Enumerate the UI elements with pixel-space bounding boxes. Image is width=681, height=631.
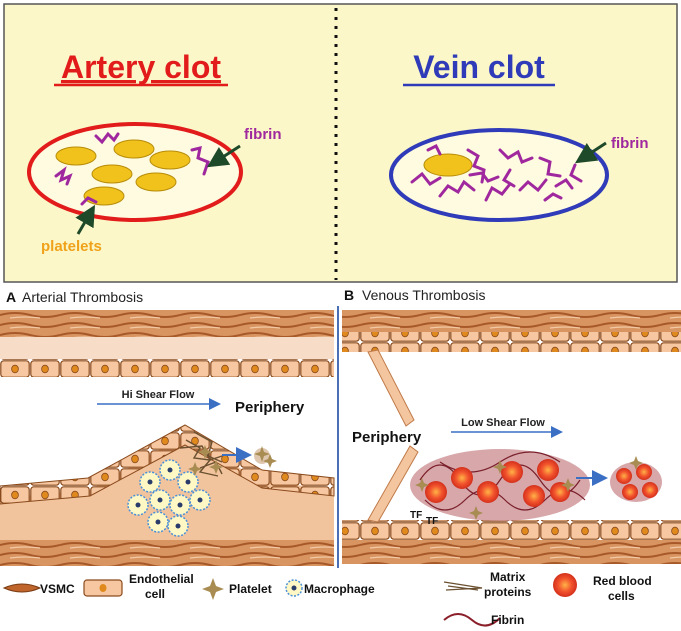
red-blood-cell bbox=[537, 459, 559, 481]
tf-label-2: TF bbox=[426, 516, 438, 527]
panel-a-arterial-thrombosis: A Arterial Thrombosis bbox=[0, 289, 335, 566]
artery-platelets-arrow bbox=[75, 204, 96, 235]
vein-fibrin-label: fibrin bbox=[611, 135, 649, 152]
hi-shear-flow-label: Hi Shear Flow bbox=[122, 389, 195, 401]
vein-clot-outline bbox=[389, 128, 609, 222]
platelet-star bbox=[198, 445, 212, 459]
legend-matrix-icon bbox=[443, 581, 483, 591]
panel-b-letter: B bbox=[344, 287, 354, 303]
red-blood-cell bbox=[642, 482, 658, 498]
red-blood-cell bbox=[451, 467, 473, 489]
arterial-thrombus-platelets bbox=[188, 445, 223, 476]
legend-vsmc-label: VSMC bbox=[40, 582, 75, 596]
venous-red-blood-cells bbox=[425, 459, 570, 507]
platelet-star bbox=[188, 462, 202, 476]
legend-matrix-label-1: Matrix bbox=[490, 570, 526, 584]
top-panel: Artery clot fibrin platelets bbox=[3, 3, 678, 283]
red-blood-cell bbox=[477, 481, 499, 503]
platelet-shape bbox=[113, 139, 155, 159]
platelet-shape bbox=[135, 172, 177, 192]
red-blood-cell bbox=[616, 468, 632, 484]
legend-endothelial-label-2: cell bbox=[145, 587, 165, 601]
panel-b-venous-thrombosis: B Venous Thrombosis Periphery Low Shear … bbox=[342, 287, 681, 564]
venous-embolus bbox=[610, 456, 662, 502]
low-shear-flow-label: Low Shear Flow bbox=[461, 417, 545, 429]
vein-lower-endothelium bbox=[342, 520, 681, 540]
platelet-shape bbox=[149, 150, 191, 170]
vein-upper-endothelium bbox=[342, 332, 681, 352]
artery-fibrin-strands bbox=[54, 131, 210, 206]
platelet-star bbox=[561, 478, 575, 492]
panel-b-periphery-label: Periphery bbox=[352, 429, 422, 446]
arterial-embolus bbox=[254, 446, 277, 468]
venous-platelets bbox=[415, 460, 575, 520]
panel-b-title: Venous Thrombosis bbox=[362, 287, 485, 303]
arterial-plaque-macrophages bbox=[127, 459, 211, 537]
red-blood-cell bbox=[523, 485, 545, 507]
vein-fibrin-arrow bbox=[574, 141, 607, 164]
artery-plaque-body bbox=[0, 435, 334, 545]
legend: VSMC Endothelial cell Platelet Macrophag… bbox=[2, 570, 652, 627]
platelet-star bbox=[469, 506, 483, 520]
legend-endothelial-label-1: Endothelial bbox=[129, 572, 194, 586]
artery-upper-intima bbox=[0, 337, 334, 359]
legend-matrix-label-2: proteins bbox=[484, 585, 532, 599]
platelet-star bbox=[209, 460, 223, 474]
platelet-star bbox=[263, 454, 277, 468]
platelet-star bbox=[629, 456, 643, 470]
artery-vessel bbox=[0, 310, 335, 566]
artery-platelets-label: platelets bbox=[41, 238, 102, 255]
panel-a-periphery-label: Periphery bbox=[235, 399, 305, 416]
platelet-shape bbox=[83, 186, 125, 206]
artery-lower-media bbox=[0, 540, 334, 566]
tf-label-1: TF bbox=[410, 510, 422, 521]
artery-upper-endothelium bbox=[0, 359, 334, 377]
vein-lower-wall bbox=[342, 540, 681, 564]
vein-platelet-shape bbox=[423, 153, 473, 177]
legend-platelet-label: Platelet bbox=[229, 582, 272, 596]
platelet-star bbox=[254, 446, 270, 462]
vein-valve-lower-leaflet bbox=[367, 445, 419, 523]
red-blood-cell bbox=[636, 464, 652, 480]
legend-rbc-label-2: cells bbox=[608, 589, 635, 603]
vein-upper-wall bbox=[342, 310, 681, 332]
artery-platelets bbox=[55, 139, 191, 206]
artery-lower-endothelium bbox=[0, 424, 335, 505]
legend-endothelial-nucleus bbox=[99, 584, 107, 592]
artery-clot-title: Artery clot bbox=[61, 49, 221, 85]
vein-valve-upper-leaflet bbox=[367, 349, 415, 427]
legend-vsmc-icon bbox=[2, 583, 42, 593]
platelet-shape bbox=[91, 164, 133, 184]
platelet-star bbox=[415, 478, 429, 492]
panel-a-title: Arterial Thrombosis bbox=[22, 289, 143, 305]
artery-fibrin-arrow bbox=[206, 144, 241, 168]
platelet-shape bbox=[55, 146, 97, 166]
artery-fibrin-label: fibrin bbox=[244, 126, 282, 143]
artery-upper-media bbox=[0, 310, 334, 337]
legend-fibrin-icon bbox=[443, 613, 501, 627]
platelet-star bbox=[493, 460, 507, 474]
legend-fibrin-label: Fibrin bbox=[491, 613, 524, 627]
legend-platelet-icon bbox=[202, 578, 224, 600]
vein-clot-group: Vein clot fibrin bbox=[389, 49, 649, 222]
red-blood-cell bbox=[550, 482, 570, 502]
vein-vessel bbox=[342, 310, 681, 564]
legend-rbc-icon bbox=[553, 573, 577, 597]
red-blood-cell bbox=[501, 461, 523, 483]
vein-clot-title: Vein clot bbox=[413, 49, 545, 85]
legend-macrophage-nucleus bbox=[291, 585, 297, 591]
panel-a-letter: A bbox=[6, 289, 16, 305]
red-blood-cell bbox=[622, 484, 638, 500]
legend-rbc-label-1: Red blood bbox=[593, 574, 652, 588]
legend-macrophage-label: Macrophage bbox=[304, 582, 375, 596]
red-blood-cell bbox=[425, 481, 447, 503]
artery-clot-group: Artery clot fibrin platelets bbox=[27, 49, 282, 255]
vein-fibrin-mesh bbox=[410, 143, 583, 202]
